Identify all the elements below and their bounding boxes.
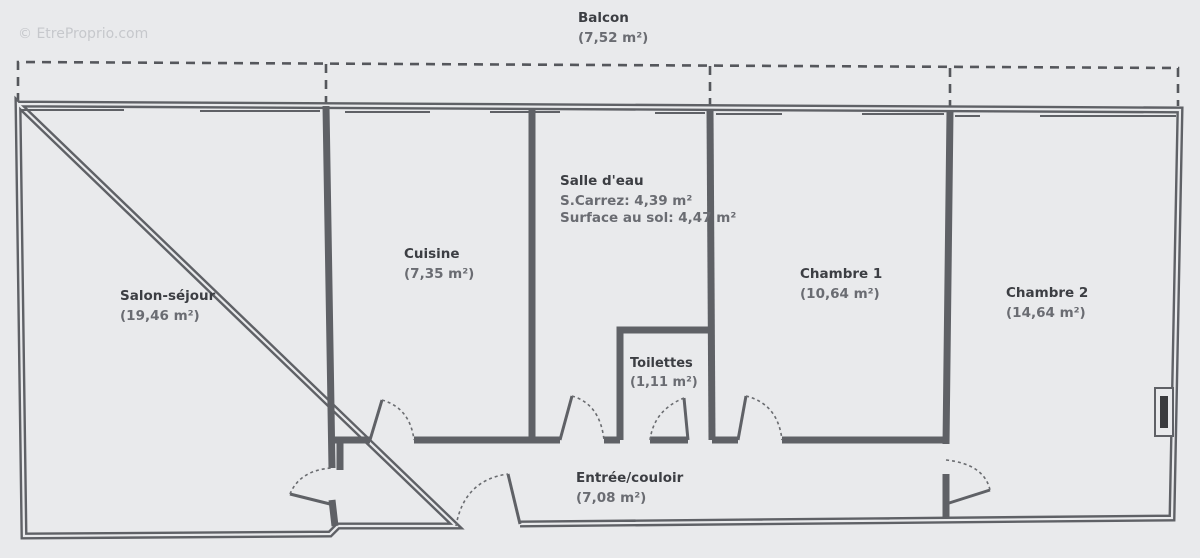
- room-label-chambre1: Chambre 1 (10,64 m²): [800, 266, 882, 302]
- room-label-balcon: Balcon (7,52 m²): [578, 10, 648, 46]
- room-name: Chambre 2: [1006, 285, 1089, 301]
- room-name: Entrée/couloir: [576, 470, 684, 486]
- balcony-outline: [16, 60, 1180, 108]
- radiator-icon: [1154, 387, 1174, 437]
- room-label-salon: Salon-séjour (19,46 m²): [120, 288, 215, 324]
- room-label-toilettes: Toilettes (1,11 m²): [630, 356, 698, 390]
- room-area: (1,11 m²): [630, 375, 698, 390]
- room-label-cuisine: Cuisine (7,35 m²): [404, 246, 474, 282]
- room-surface-sol: Surface au sol: 4,47 m²: [560, 210, 737, 226]
- room-area: (7,35 m²): [404, 266, 475, 282]
- room-carrez: S.Carrez: 4,39 m²: [560, 193, 693, 209]
- room-area: (19,46 m²): [120, 308, 200, 324]
- windows: [20, 109, 1176, 117]
- doors: [289, 395, 991, 527]
- room-area: (10,64 m²): [800, 286, 880, 302]
- room-name: Cuisine: [404, 246, 460, 262]
- room-area: (14,64 m²): [1006, 305, 1086, 321]
- walls: [14, 95, 1184, 540]
- room-name: Salon-séjour: [120, 288, 216, 304]
- room-label-chambre2: Chambre 2 (14,64 m²): [1006, 285, 1088, 321]
- watermark: © EtreProprio.com: [18, 26, 149, 42]
- room-label-entree: Entrée/couloir (7,08 m²): [576, 470, 683, 506]
- room-area: (7,08 m²): [576, 490, 647, 506]
- room-name: Chambre 1: [800, 266, 883, 282]
- room-name: Salle d'eau: [560, 173, 644, 189]
- room-name: Toilettes: [630, 356, 693, 371]
- room-area: (7,52 m²): [578, 30, 649, 46]
- room-label-salle-eau: Salle d'eau S.Carrez: 4,39 m² Surface au…: [560, 173, 736, 226]
- room-name: Balcon: [578, 10, 629, 26]
